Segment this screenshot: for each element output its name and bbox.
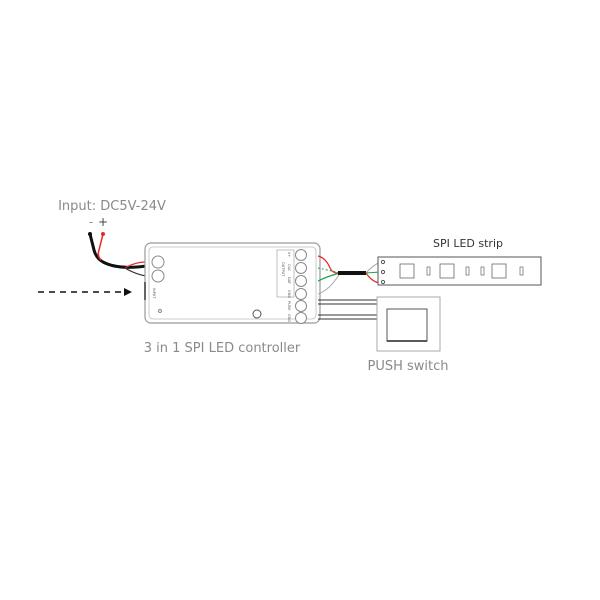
input-voltage-label: Input: DC5V-24V: [58, 199, 166, 214]
terminal-label: CLK: [287, 264, 291, 271]
output-terminal-label: OUTPUT: [281, 262, 285, 277]
minus-label: -: [89, 215, 93, 229]
led-strip-label: SPI LED strip: [433, 237, 503, 250]
push-switch-label: PUSH switch: [367, 359, 448, 374]
terminal-block: V+ CLK DAT GND PUSH GND: [287, 249, 307, 324]
terminal-label: DAT: [287, 277, 291, 285]
power-input-wires: [88, 232, 147, 277]
spi-led-strip: [377, 256, 542, 286]
terminal-label: PUSH: [287, 301, 291, 311]
signal-arrow: [38, 288, 132, 296]
terminal-label: GND: [287, 290, 291, 298]
controller-button[interactable]: [252, 309, 262, 319]
plus-label: +: [98, 215, 108, 229]
strip-wires: [317, 255, 381, 295]
switch-wires: [318, 299, 378, 320]
terminal-label: V+: [287, 252, 291, 257]
controller-label: 3 in 1 SPI LED controller: [144, 341, 301, 356]
spi-led-controller: INPUT OUTPUT V+ CLK DAT GND PUSH GND: [144, 242, 321, 324]
input-terminal-label: INPUT: [152, 288, 156, 299]
terminal-label: GND: [287, 314, 291, 322]
push-switch: [376, 296, 441, 352]
